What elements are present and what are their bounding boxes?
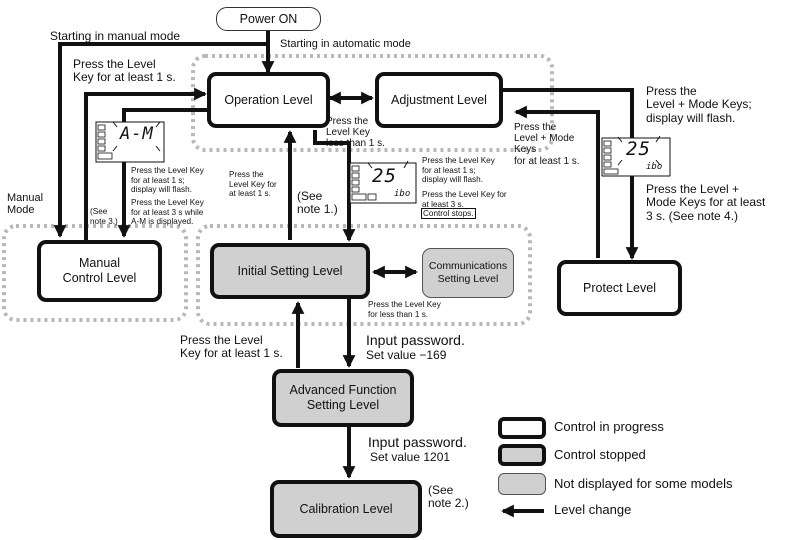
label-see-note3: (See note 3.) xyxy=(90,207,118,226)
label-disp25-note-2: Press the Level Key for at least 3 s. xyxy=(422,190,507,209)
label-press-level-1s-adv: Press the Level Key for at least 1 s. xyxy=(180,333,283,361)
protect-level-box[interactable]: Protect Level xyxy=(557,260,682,316)
label-press-level-less1-comm: Press the Level Key for less than 1 s. xyxy=(368,300,441,319)
arrow-manual-to-operation xyxy=(84,87,207,244)
arrow-operation-to-initial xyxy=(313,130,356,242)
group-initial xyxy=(196,224,532,326)
label-press-level-mode-1s: Press the Level + Mode Keys for at least… xyxy=(514,122,580,167)
label-press-level-1s-small: Press the Level Key for at least 1 s. xyxy=(229,170,277,199)
legend-not-displayed: Not displayed for some models xyxy=(554,476,733,491)
power-on-box: Power ON xyxy=(216,7,321,31)
label-am-note-2: Press the Level Key for at least 3 s whi… xyxy=(131,198,204,227)
display-icon-25-right xyxy=(601,135,671,177)
label-start-auto: Starting in automatic mode xyxy=(280,38,411,50)
display-25-right-caption: ibo xyxy=(646,162,663,172)
legend-control-stopped: Control stopped xyxy=(554,447,646,462)
display-25-center-text: 25 xyxy=(372,165,397,187)
label-see-note1: (See note 1.) xyxy=(297,189,338,217)
group-manual xyxy=(2,224,188,322)
display-icon-am xyxy=(95,121,165,163)
legend-level-change: Level change xyxy=(554,502,632,517)
communications-setting-level-box[interactable]: Communications Setting Level xyxy=(422,248,514,298)
display-25-right-text: 25 xyxy=(626,138,651,160)
label-press-level-less1: Press the Level Key less than 1 s. xyxy=(326,116,385,150)
label-start-manual: Starting in manual mode xyxy=(50,29,181,43)
arrow-adjustment-to-protect xyxy=(502,88,639,260)
label-press-level-1s: Press the Level Key for at least 1 s. xyxy=(73,57,176,85)
label-input-password-1: Input password. xyxy=(366,332,465,348)
adjustment-level-box[interactable]: Adjustment Level xyxy=(375,72,503,128)
label-control-stops: Control stops. xyxy=(421,208,476,219)
label-see-note2: (See note 2.) xyxy=(428,483,469,511)
label-disp25-note-1: Press the Level Key for at least 1 s; di… xyxy=(422,156,495,185)
legend-swatch-control-stopped xyxy=(498,444,546,466)
display-am-text: A-M xyxy=(120,124,154,144)
group-operation-adjustment xyxy=(191,54,554,152)
initial-setting-level-box[interactable]: Initial Setting Level xyxy=(210,243,370,299)
arrow-power-to-manual xyxy=(53,42,268,238)
arrow-operation-to-manual xyxy=(117,108,215,238)
arrow-protect-to-adjustment xyxy=(514,105,600,258)
label-manual-mode: Manual Mode xyxy=(7,192,44,217)
display-icon-25-center xyxy=(349,160,417,204)
label-set-value-2: Set value 1201 xyxy=(370,450,451,464)
operation-level-box[interactable]: Operation Level xyxy=(207,72,330,128)
advanced-function-setting-level-box[interactable]: Advanced Function Setting Level xyxy=(272,369,414,427)
legend-swatch-not-displayed xyxy=(498,473,546,495)
legend-swatch-control-in-progress xyxy=(498,417,546,439)
legend-control-in-progress: Control in progress xyxy=(554,419,664,434)
label-set-value-1: Set value −169 xyxy=(366,348,447,362)
manual-control-level-box[interactable]: Manual Control Level xyxy=(37,240,162,302)
label-press-level-mode-flash: Press the Level + Mode Keys; display wil… xyxy=(646,84,752,125)
control-stops-text: Control stops. xyxy=(421,208,476,219)
label-press-level-mode-3s: Press the Level + Mode Keys for at least… xyxy=(646,182,766,223)
display-25-center-caption: ibo xyxy=(394,189,411,199)
label-input-password-2: Input password. xyxy=(368,434,467,450)
calibration-level-box[interactable]: Calibration Level xyxy=(270,480,422,538)
label-am-note-1: Press the Level Key for at least 1 s; di… xyxy=(131,166,204,195)
